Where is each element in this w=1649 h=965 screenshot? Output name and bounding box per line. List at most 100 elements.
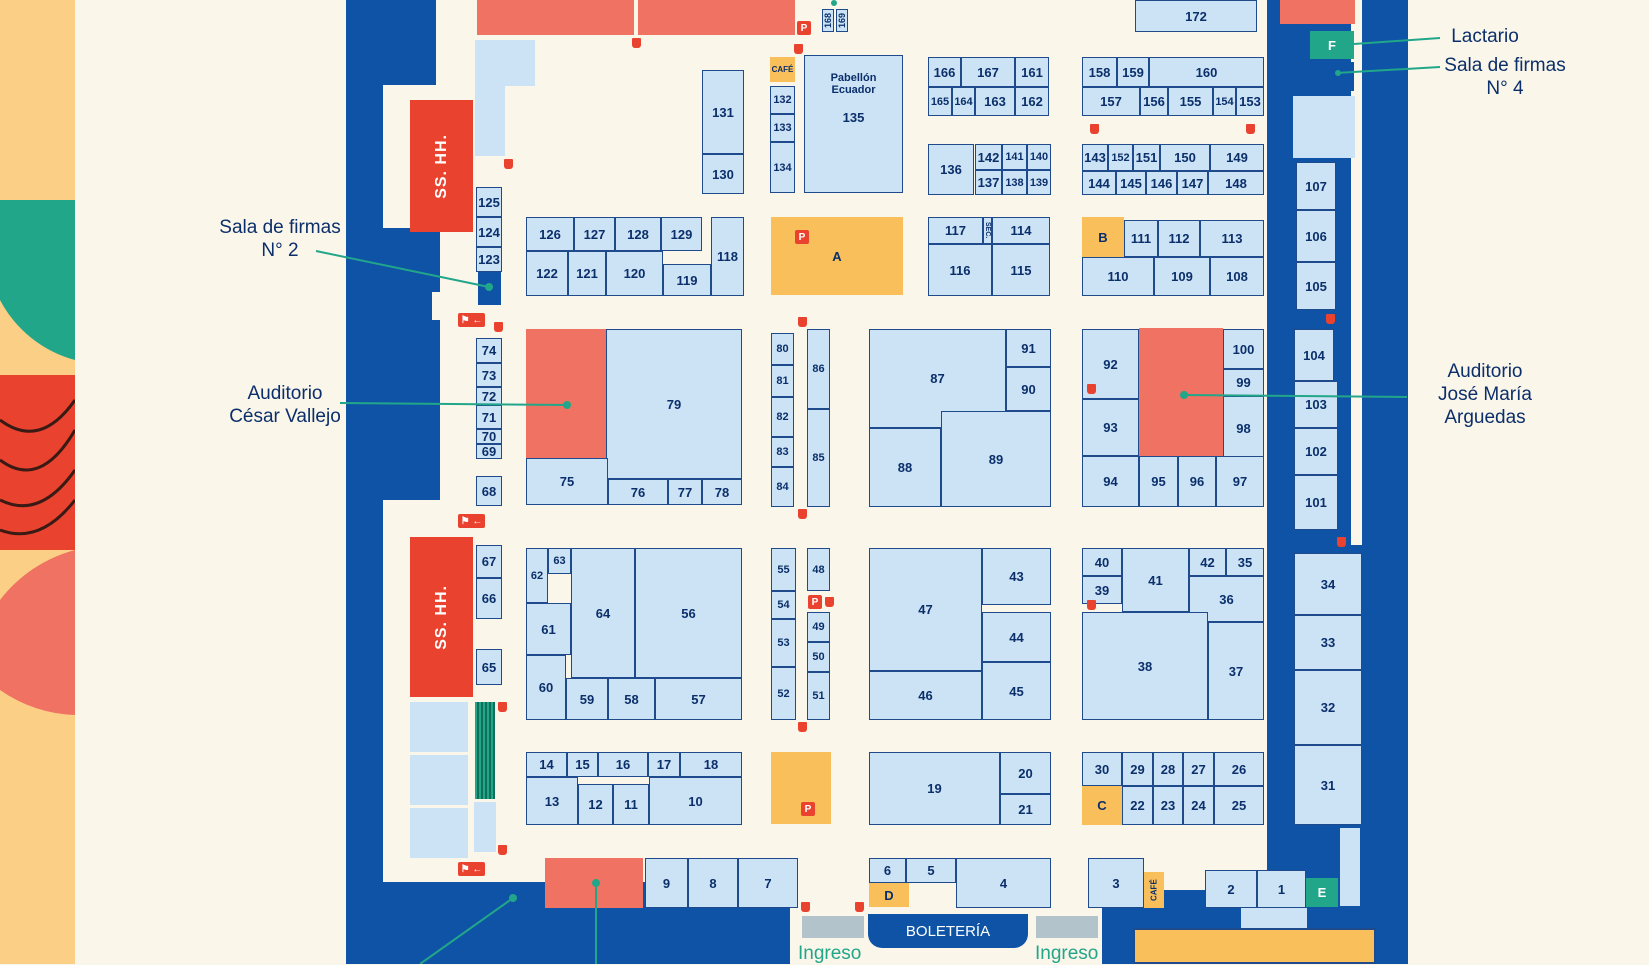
booth-26[interactable]: 26 <box>1214 752 1264 786</box>
booth-73[interactable]: 73 <box>476 363 502 387</box>
booth-162[interactable]: 162 <box>1015 87 1049 116</box>
sala-de-firmas-4[interactable] <box>1310 62 1354 91</box>
booth-65[interactable]: 65 <box>476 649 502 685</box>
booth-132[interactable]: 132 <box>770 86 795 114</box>
booth-141[interactable]: 141 <box>1002 144 1027 170</box>
booth-100[interactable]: 100 <box>1223 329 1264 369</box>
booth-102[interactable]: 102 <box>1294 428 1338 475</box>
booth-55[interactable]: 55 <box>771 548 796 591</box>
booth-125[interactable]: 125 <box>476 187 502 217</box>
booth-3[interactable]: 3 <box>1088 858 1144 908</box>
booth-165[interactable]: 165 <box>928 87 952 116</box>
booth-77[interactable]: 77 <box>668 479 702 505</box>
booth-62[interactable]: 62 <box>526 548 548 603</box>
booth-78[interactable]: 78 <box>702 479 742 505</box>
booth-57[interactable]: 57 <box>655 678 742 720</box>
booth-20[interactable]: 20 <box>1000 752 1051 794</box>
booth-22[interactable]: 22 <box>1122 786 1153 825</box>
booth-5[interactable]: 5 <box>906 858 956 883</box>
booth-2[interactable]: 2 <box>1205 870 1257 908</box>
booth-97[interactable]: 97 <box>1216 456 1264 507</box>
booth-33[interactable]: 33 <box>1294 615 1362 670</box>
booth-10[interactable]: 10 <box>649 777 742 825</box>
booth-64[interactable]: 64 <box>571 548 635 678</box>
zone-b[interactable]: B <box>1082 217 1124 257</box>
booth-66[interactable]: 66 <box>476 578 502 619</box>
booth-122[interactable]: 122 <box>526 251 568 296</box>
booth-91[interactable]: 91 <box>1006 329 1051 367</box>
booth-120[interactable]: 120 <box>606 251 663 296</box>
booth-114[interactable]: 114 <box>992 217 1050 244</box>
booth-30[interactable]: 30 <box>1082 752 1122 786</box>
booth-137[interactable]: 137 <box>975 170 1002 195</box>
booth-47[interactable]: 47 <box>869 548 982 671</box>
booth-95[interactable]: 95 <box>1139 456 1178 507</box>
booth-156[interactable]: 156 <box>1140 87 1168 116</box>
booth-41[interactable]: 41 <box>1122 548 1189 612</box>
zone-a[interactable]: A <box>771 217 903 295</box>
sala-de-firmas-bottom[interactable] <box>487 888 529 908</box>
booth-115[interactable]: 115 <box>992 244 1050 296</box>
booth-16[interactable]: 16 <box>598 752 648 777</box>
booth-82[interactable]: 82 <box>771 397 794 437</box>
booth-43[interactable]: 43 <box>982 548 1051 605</box>
lactario-f[interactable]: F <box>1310 31 1354 59</box>
booth-18[interactable]: 18 <box>680 752 742 777</box>
booth-1[interactable]: 1 <box>1257 870 1306 908</box>
booth-74[interactable]: 74 <box>476 338 502 363</box>
booth-133[interactable]: 133 <box>770 114 795 142</box>
booth-76[interactable]: 76 <box>608 479 668 505</box>
booth-149[interactable]: 149 <box>1210 144 1264 171</box>
booth-158[interactable]: 158 <box>1082 57 1117 87</box>
booth-50[interactable]: 50 <box>807 642 830 672</box>
booth-89[interactable]: 89 <box>941 411 1051 507</box>
booth-111[interactable]: 111 <box>1124 220 1158 257</box>
booth-147[interactable]: 147 <box>1177 171 1208 195</box>
booth-166[interactable]: 166 <box>928 57 961 87</box>
zone-e[interactable]: E <box>1306 878 1338 907</box>
booth-4[interactable]: 4 <box>956 858 1051 908</box>
booth-29[interactable]: 29 <box>1122 752 1153 786</box>
boleteria[interactable]: BOLETERÍA <box>868 914 1028 948</box>
booth-138[interactable]: 138 <box>1002 170 1027 195</box>
booth-168[interactable]: 168 <box>822 9 834 32</box>
booth-14[interactable]: 14 <box>526 752 567 777</box>
booth-27[interactable]: 27 <box>1183 752 1214 786</box>
booth-11[interactable]: 11 <box>613 784 649 825</box>
booth-81[interactable]: 81 <box>771 365 794 397</box>
booth-160[interactable]: 160 <box>1149 57 1264 87</box>
booth-54[interactable]: 54 <box>771 591 796 619</box>
booth-28[interactable]: 28 <box>1153 752 1183 786</box>
booth-25[interactable]: 25 <box>1214 786 1264 825</box>
booth-40[interactable]: 40 <box>1082 548 1122 576</box>
booth-124[interactable]: 124 <box>476 217 502 247</box>
booth-94[interactable]: 94 <box>1082 456 1139 507</box>
booth-167[interactable]: 167 <box>961 57 1015 87</box>
booth-44[interactable]: 44 <box>982 612 1051 662</box>
zone-d[interactable]: D <box>869 883 909 907</box>
booth-108[interactable]: 108 <box>1210 257 1264 296</box>
booth-116[interactable]: 116 <box>928 244 992 296</box>
booth-6[interactable]: 6 <box>869 858 906 883</box>
booth-70[interactable]: 70 <box>476 429 502 444</box>
booth-157[interactable]: 157 <box>1082 87 1140 116</box>
booth-19[interactable]: 19 <box>869 752 1000 825</box>
booth-103[interactable]: 103 <box>1294 381 1338 428</box>
booth-104[interactable]: 104 <box>1294 329 1334 381</box>
booth-67[interactable]: 67 <box>476 545 502 578</box>
booth-169[interactable]: 169 <box>836 9 848 32</box>
booth-15[interactable]: 15 <box>567 752 598 777</box>
cafe-top[interactable]: CAFÉ <box>770 57 795 82</box>
booth-8[interactable]: 8 <box>688 858 738 908</box>
booth-37[interactable]: 37 <box>1208 622 1264 720</box>
booth-51[interactable]: 51 <box>807 672 830 720</box>
booth-164[interactable]: 164 <box>952 87 975 116</box>
zone-c[interactable]: C <box>1082 786 1122 825</box>
booth-46[interactable]: 46 <box>869 671 982 720</box>
booth-90[interactable]: 90 <box>1006 367 1051 411</box>
pabellon-ecuador[interactable]: Pabellón Ecuador 135 <box>804 55 903 193</box>
booth-106[interactable]: 106 <box>1296 210 1336 262</box>
booth-130[interactable]: 130 <box>702 154 744 194</box>
booth-88[interactable]: 88 <box>869 428 941 507</box>
booth-75[interactable]: 75 <box>526 458 608 505</box>
